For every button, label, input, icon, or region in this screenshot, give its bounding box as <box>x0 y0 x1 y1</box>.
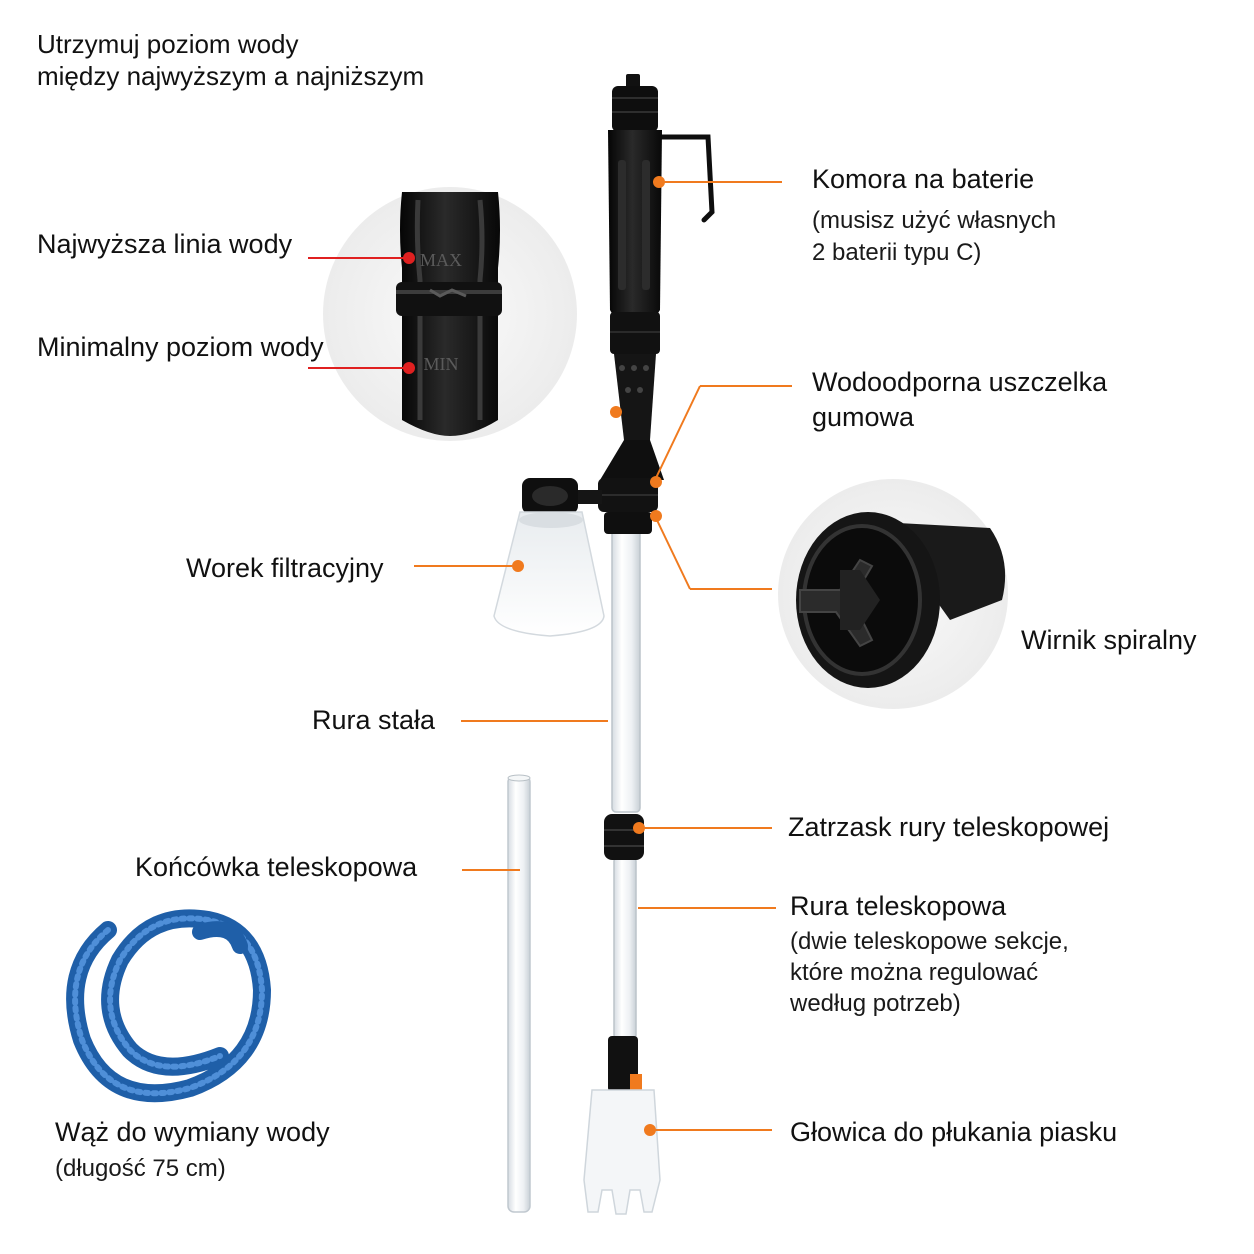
intro-line-1: Utrzymuj poziom wody <box>37 29 299 59</box>
water-level-leaders <box>308 252 415 374</box>
seal-label-line-1: Wodoodporna uszczelka <box>812 367 1108 397</box>
battery-note-line-2: 2 baterii typu C) <box>812 239 982 266</box>
telescopic-tube-label: Rura teleskopowa <box>790 891 1007 921</box>
spiral-impeller-closeup <box>778 479 1008 709</box>
tube-clip-label: Zatrzask rury teleskopowej <box>788 812 1110 842</box>
max-mark: MAX <box>420 250 462 270</box>
intro-line-2: między najwyższym a najniższym <box>37 61 425 91</box>
orange-leader-dots <box>512 176 665 1136</box>
telescopic-note-line-2: które można regulować <box>790 959 1039 986</box>
hose-length-note: (długość 75 cm) <box>55 1155 226 1182</box>
sand-head-label: Głowica do płukania piasku <box>790 1117 1118 1147</box>
max-water-line-label: Najwyższa linia wody <box>37 229 293 259</box>
filter-bag-label: Worek filtracyjny <box>186 553 384 583</box>
orange-leader-lines <box>414 181 792 1131</box>
battery-compartment-label: Komora na baterie <box>812 164 1035 194</box>
min-water-level-label: Minimalny poziom wody <box>37 332 324 362</box>
seal-label-line-2: gumowa <box>812 402 915 432</box>
telescopic-note-line-3: według potrzeb) <box>790 990 961 1017</box>
telescopic-note-line-1: (dwie teleskopowe sekcje, <box>790 928 1069 955</box>
water-level-closeup: MAX MIN <box>323 187 577 441</box>
water-change-hose <box>66 909 272 1103</box>
telescopic-extension-tube <box>507 774 531 1213</box>
aquarium-gravel-cleaner-device <box>493 74 715 1215</box>
fixed-tube-label: Rura stała <box>312 705 436 735</box>
extension-tip-label: Końcówka teleskopowa <box>135 852 418 882</box>
hose-label: Wąż do wymiany wody <box>55 1117 330 1147</box>
min-mark: MIN <box>424 354 459 374</box>
battery-note-line-1: (musisz użyć własnych <box>812 207 1057 234</box>
impeller-label: Wirnik spiralny <box>1021 625 1197 655</box>
